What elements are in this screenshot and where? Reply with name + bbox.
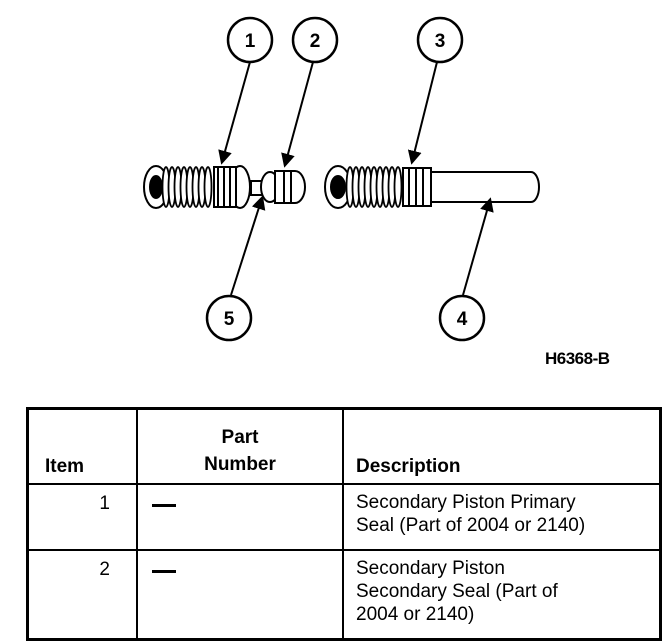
table-row: 2 — Secondary Piston Secondary Seal (Par… [26,549,662,641]
header-part-line1: Part [221,427,259,448]
row-description: Secondary Piston Secondary Seal (Part of… [342,549,662,641]
row-part-number: — [136,549,344,641]
callout-4-label: 4 [457,309,468,330]
callout-3: 3 [416,16,464,64]
callout-5-label: 5 [224,309,235,330]
part-number-dash [152,504,176,507]
header-description: Description [342,407,662,485]
callout-1-label: 1 [245,31,256,52]
row-item: 2 [26,549,138,641]
figure-id: H6368-B [545,349,610,368]
callout-2: 2 [291,16,339,64]
exploded-parts-diagram: 1 2 3 4 5 [143,16,540,342]
header-item: Item [26,407,138,485]
parts-table: Item Part Number Description 1 — Seconda… [26,407,662,641]
callout-1: 1 [226,16,274,64]
header-part-number: Part Number [136,407,344,485]
callout-5: 5 [205,294,253,342]
secondary-piston-primary-seal [213,166,237,208]
table-header-row: Item Part Number Description [26,407,662,485]
callout-2-label: 2 [310,31,321,52]
table-row: 1 — Secondary Piston Primary Seal (Part … [26,483,662,551]
header-part-line2: Number [204,454,276,475]
row-description: Secondary Piston Primary Seal (Part of 2… [342,483,662,551]
secondary-piston-assembly [324,165,540,209]
spring-coil [393,166,403,208]
row-item: 1 [26,483,138,551]
secondary-piston-secondary-seal [250,170,306,204]
spring-coil [203,166,213,208]
callout-4: 4 [438,294,486,342]
part-number-dash [152,570,176,573]
callout-3-label: 3 [435,31,446,52]
row-part-number: — [136,483,344,551]
